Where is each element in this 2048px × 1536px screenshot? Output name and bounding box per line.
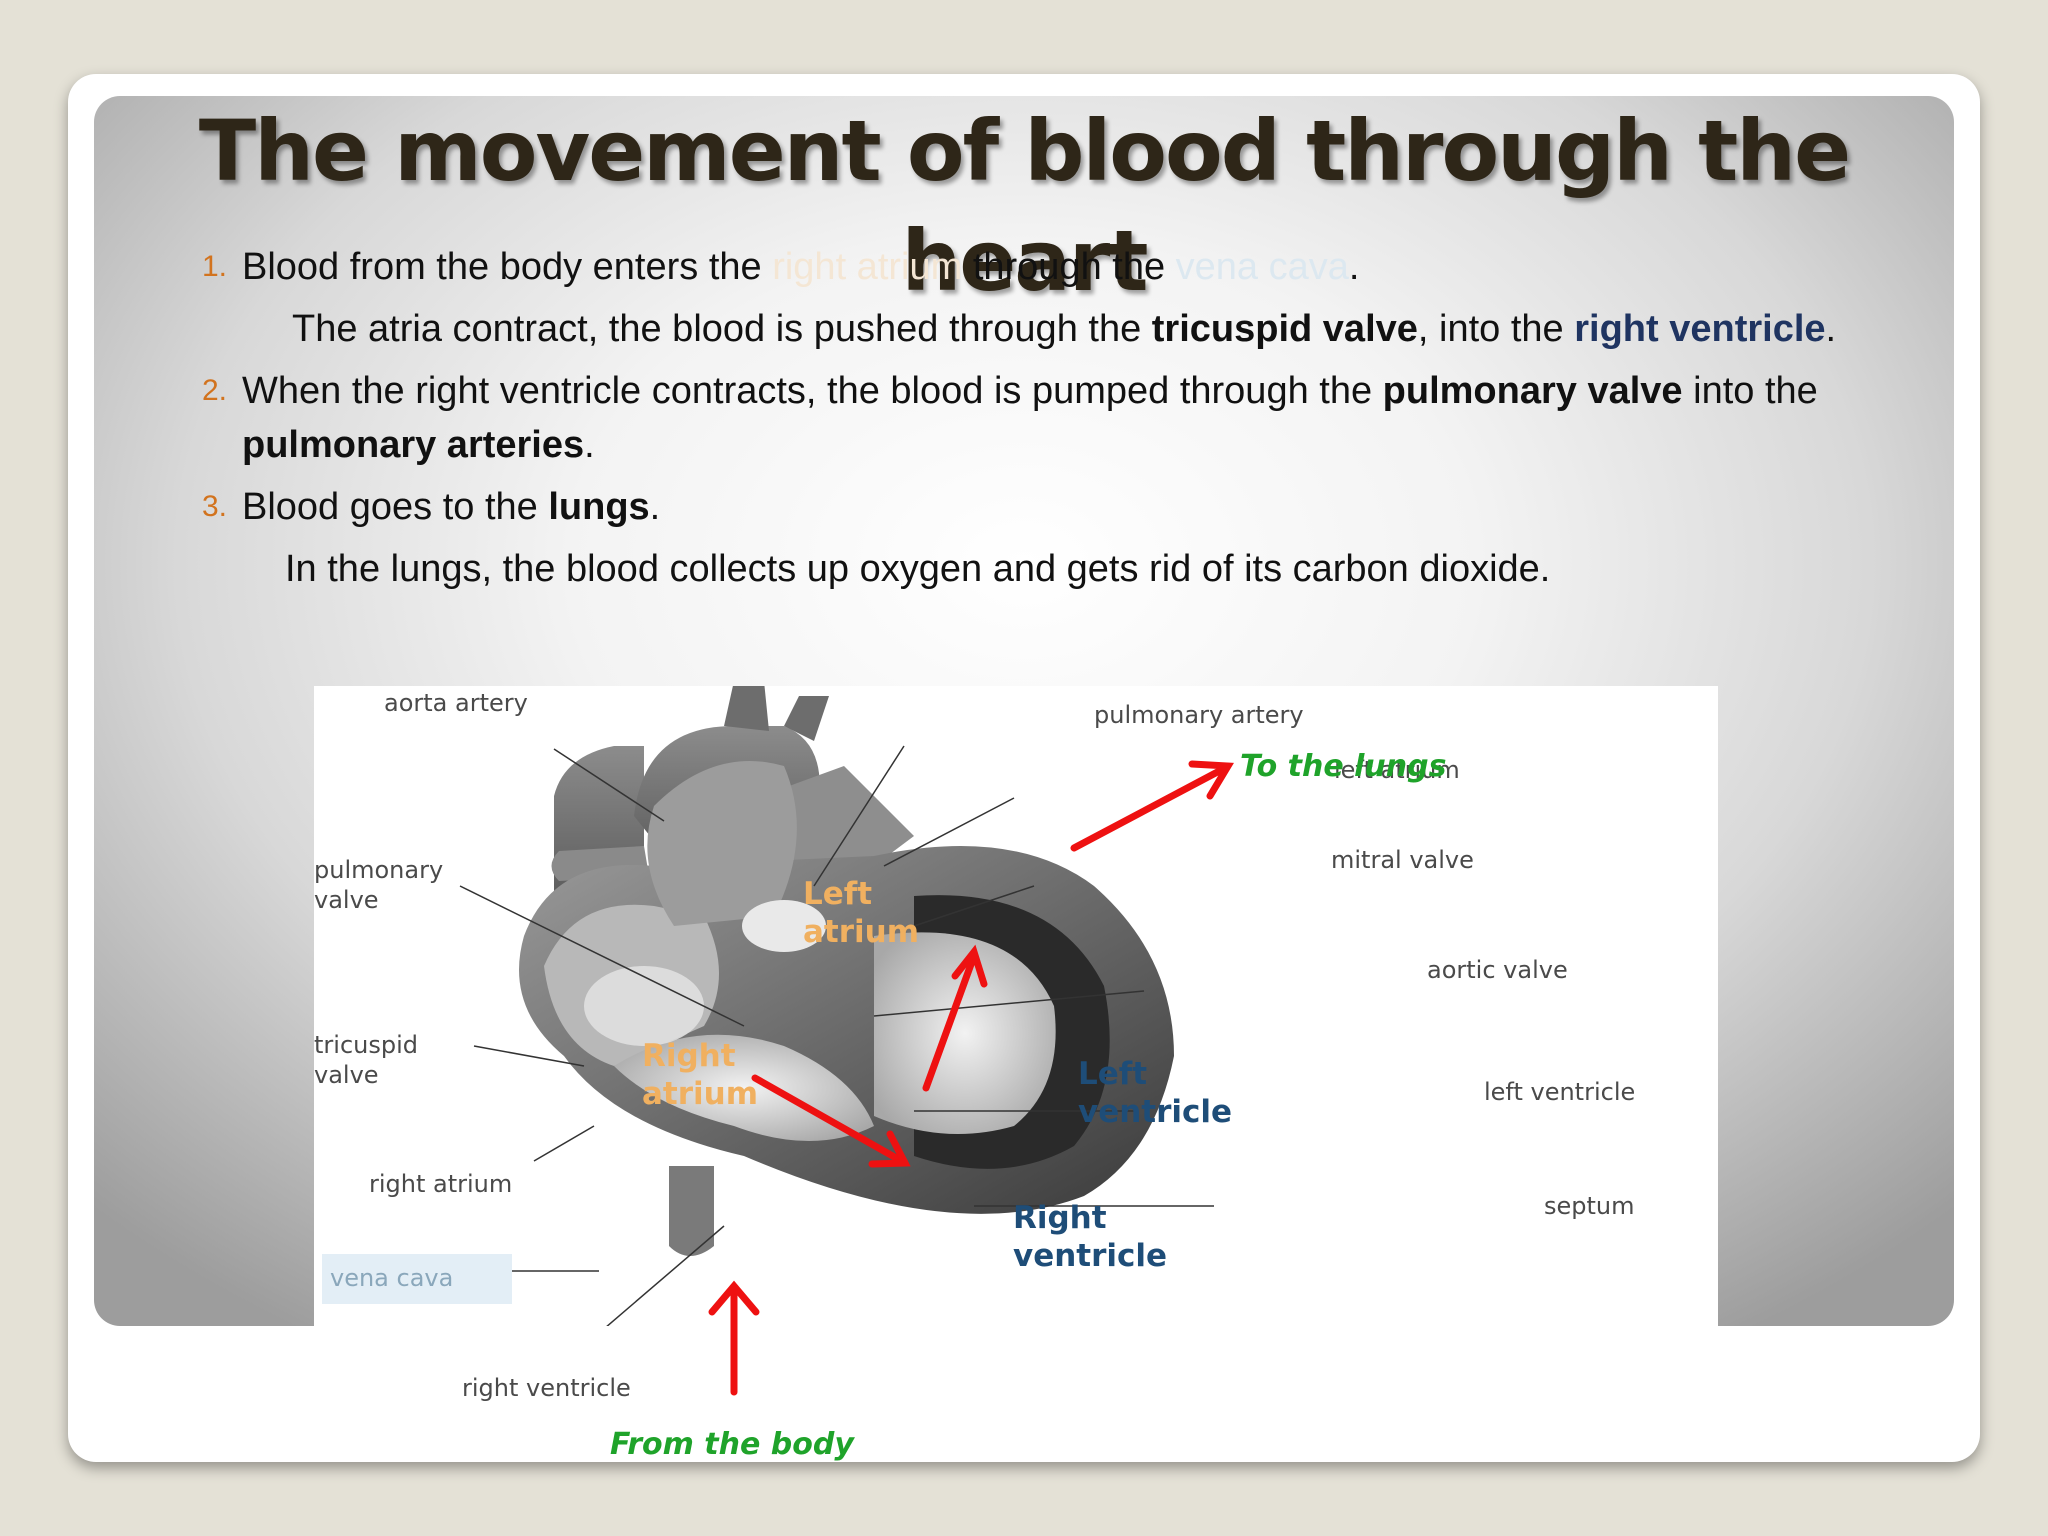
text-run: , into the — [1417, 308, 1575, 350]
pulmonary-arteries-term: pulmonary arteries — [242, 424, 585, 466]
aortic-valve-shape — [742, 900, 826, 952]
text-run: . — [649, 486, 661, 528]
list-number: 3. — [202, 490, 228, 523]
pulmonary-valve-label-2: valve — [314, 886, 379, 914]
text-run: through the — [962, 246, 1176, 288]
list-number: 2. — [202, 374, 228, 407]
list-item-1-detail: The atria contract, the blood is pushed … — [160, 302, 1920, 356]
right-ventricle-term: right ventricle — [1574, 308, 1826, 350]
aortic-valve-label: aortic valve — [1427, 956, 1568, 984]
vena-cava-vessel — [669, 1166, 714, 1256]
vena-cava-label-bg — [322, 1254, 512, 1304]
tricuspid-valve-label-1: tricuspid — [314, 1031, 418, 1059]
right-atrium-term: right atrium — [772, 246, 963, 288]
leader-lines — [459, 745, 1214, 1326]
list-item-2: 2. When the right ventricle contracts, t… — [160, 364, 1920, 472]
right-atrium-label: right atrium — [369, 1170, 512, 1198]
heart-illustration — [459, 686, 1214, 1326]
aorta-branch-2 — [784, 696, 829, 741]
septum-label: septum — [1544, 1192, 1635, 1220]
text-run: Blood goes to the — [242, 486, 549, 528]
left-ventricle-label: left ventricle — [1484, 1078, 1635, 1106]
aorta-branch-1 — [724, 686, 769, 731]
text-run: . — [1825, 308, 1837, 350]
left-atrium-label: left atrium — [1334, 756, 1460, 784]
aorta-artery-label: aorta artery — [384, 689, 528, 717]
text-run: Blood from the body enters the — [242, 246, 773, 288]
tricuspid-valve-shape — [584, 966, 704, 1046]
text-run: . — [1348, 246, 1360, 288]
lungs-note: In the lungs, the blood collects up oxyg… — [285, 548, 1551, 590]
text-run: . — [584, 424, 595, 466]
vena-cava-term: vena cava — [1175, 246, 1349, 288]
pulmonary-valve-term: pulmonary valve — [1382, 370, 1683, 412]
heart-diagram: aorta artery pulmonary artery left atriu… — [314, 686, 1718, 1326]
mitral-valve-label: mitral valve — [1331, 846, 1474, 874]
numbered-list: 1. Blood from the body enters the right … — [160, 240, 1920, 596]
list-number: 1. — [202, 250, 228, 283]
text-run: When the right ventricle contracts, the … — [242, 370, 1383, 412]
left-atrium-chamber — [647, 761, 797, 926]
text-run: The atria contract, the blood is pushed … — [292, 308, 1152, 350]
tricuspid-valve-term: tricuspid valve — [1151, 308, 1418, 350]
pulmonary-valve-label-1: pulmonary — [314, 856, 443, 884]
vena-cava-label: vena cava — [330, 1264, 453, 1292]
list-item-3: 3. Blood goes to the lungs. — [160, 480, 1920, 534]
diagram-labels: aorta artery pulmonary artery left atriu… — [314, 689, 1635, 1304]
tricuspid-valve-label-2: valve — [314, 1061, 379, 1089]
lungs-term: lungs — [548, 486, 650, 528]
text-run: into the — [1682, 370, 1818, 412]
pulmonary-artery-label: pulmonary artery — [1094, 701, 1304, 729]
list-item-1: 1. Blood from the body enters the right … — [160, 240, 1920, 294]
page-title: The movement of blood through the heart — [198, 102, 1851, 310]
